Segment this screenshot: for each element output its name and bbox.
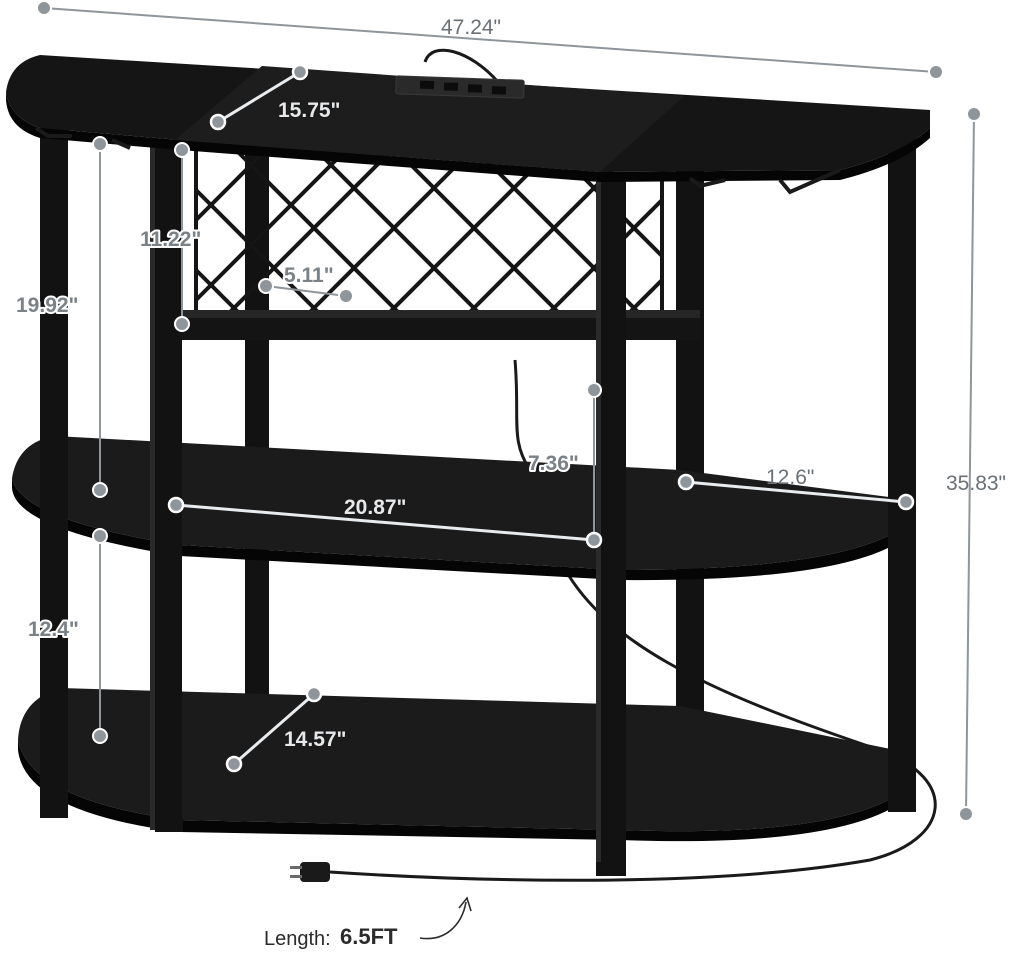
arrow-head-icon <box>458 896 472 912</box>
top-surface <box>6 55 930 182</box>
label-middle-width: 20.87" <box>344 496 407 519</box>
plug-icon <box>290 862 330 882</box>
label-middle-gap: 7.36" <box>528 452 579 475</box>
label-top-depth: 15.75" <box>278 99 341 122</box>
label-upper-side-height: 19.92" <box>16 294 79 317</box>
curved-arrow-icon <box>419 901 467 940</box>
middle-shelf <box>12 436 912 581</box>
front-legs <box>40 128 916 876</box>
glass-hangers <box>34 126 841 195</box>
dimension-top-depth <box>209 63 309 131</box>
dimension-total-height <box>958 106 982 822</box>
dimension-side-shelf-depth <box>677 473 915 511</box>
label-lower-side-height: 12.4" <box>28 618 79 641</box>
power-strip-icon <box>395 75 525 99</box>
bottom-shelf <box>18 688 905 842</box>
power-cord <box>329 48 937 882</box>
label-side-shelf-depth: 12.6" <box>766 466 814 489</box>
cord-length-value: 6.5FT <box>340 924 398 949</box>
dimension-rack-cell <box>258 278 354 304</box>
dimension-total-width <box>36 0 944 80</box>
label-bottom-depth: 14.57" <box>284 728 347 751</box>
dimension-rack-height <box>174 142 190 332</box>
cord-length-label: Length: <box>264 928 331 950</box>
label-rack-cell: 5.11" <box>284 264 334 287</box>
label-total-height: 35.83" <box>946 472 1006 495</box>
label-rack-height: 11.22" <box>140 228 201 251</box>
dimension-lower-side-height <box>92 528 108 744</box>
dimension-upper-side-height <box>92 136 108 498</box>
label-total-width: 47.24" <box>441 16 501 39</box>
dimension-bottom-depth <box>225 685 323 773</box>
dimension-middle-width <box>167 496 603 549</box>
